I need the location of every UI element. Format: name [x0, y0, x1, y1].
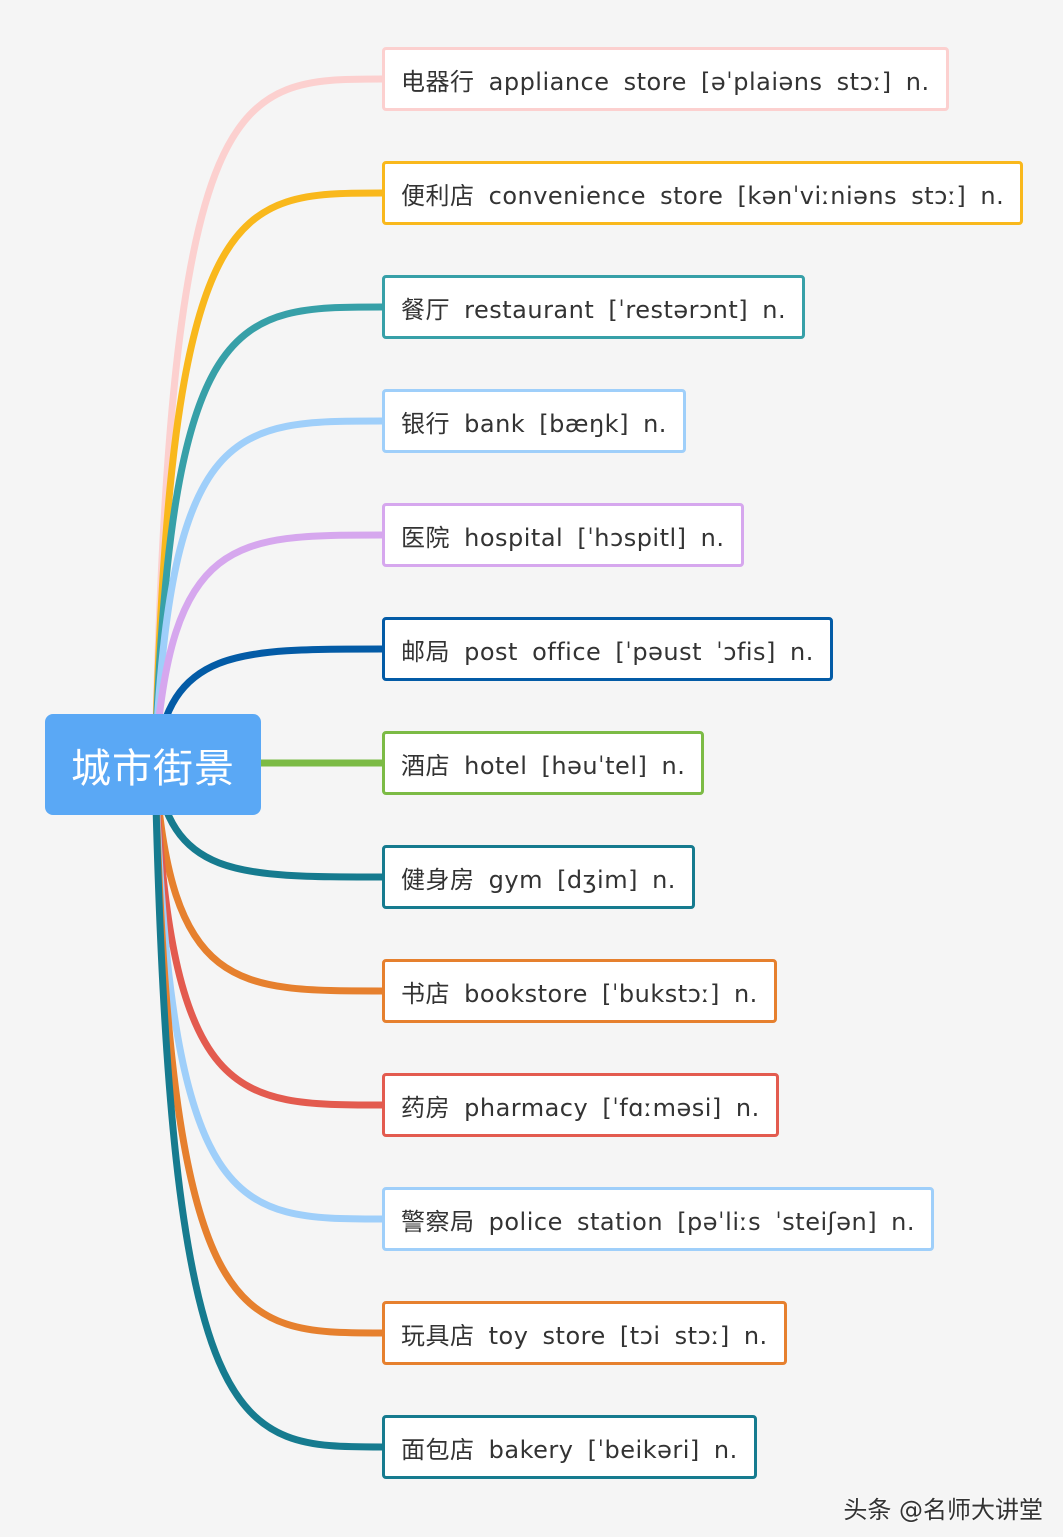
branch-connector-2: [151, 303, 386, 768]
branch-connector-12: [151, 760, 386, 1451]
branch-node-9[interactable]: 药房 pharmacy [ˈfɑːməsi] n.: [382, 1073, 779, 1137]
branch-node-0[interactable]: 电器行 appliance store [əˈplaiəns stɔː] n.: [382, 47, 949, 111]
branch-node-4[interactable]: 医院 hospital [ˈhɔspitl] n.: [382, 503, 744, 567]
branch-node-10[interactable]: 警察局 police station [pəˈliːs ˈsteiʃən] n.: [382, 1187, 935, 1251]
branch-connector-8: [151, 760, 386, 995]
branch-connector-9: [151, 760, 386, 1109]
branch-node-1[interactable]: 便利店 convenience store [kənˈviːniəns stɔː…: [382, 161, 1024, 225]
branch-node-8[interactable]: 书店 bookstore [ˈbukstɔː] n.: [382, 959, 777, 1023]
branch-connector-4: [151, 531, 386, 768]
branch-node-7[interactable]: 健身房 gym [dʒim] n.: [382, 845, 695, 909]
branch-node-6[interactable]: 酒店 hotel [həuˈtel] n.: [382, 731, 705, 795]
branch-node-2[interactable]: 餐厅 restaurant [ˈrestərɔnt] n.: [382, 275, 806, 339]
branch-node-5[interactable]: 邮局 post office [ˈpəust ˈɔfis] n.: [382, 617, 833, 681]
branch-node-3[interactable]: 银行 bank [bæŋk] n.: [382, 389, 686, 453]
root-node[interactable]: 城市街景: [45, 714, 261, 815]
branch-connector-1: [151, 189, 386, 768]
branch-node-11[interactable]: 玩具店 toy store [tɔi stɔː] n.: [382, 1301, 787, 1365]
watermark: 头条 @名师大讲堂: [843, 1496, 1043, 1524]
branch-connector-3: [151, 417, 386, 768]
branch-node-12[interactable]: 面包店 bakery [ˈbeikəri] n.: [382, 1415, 757, 1479]
